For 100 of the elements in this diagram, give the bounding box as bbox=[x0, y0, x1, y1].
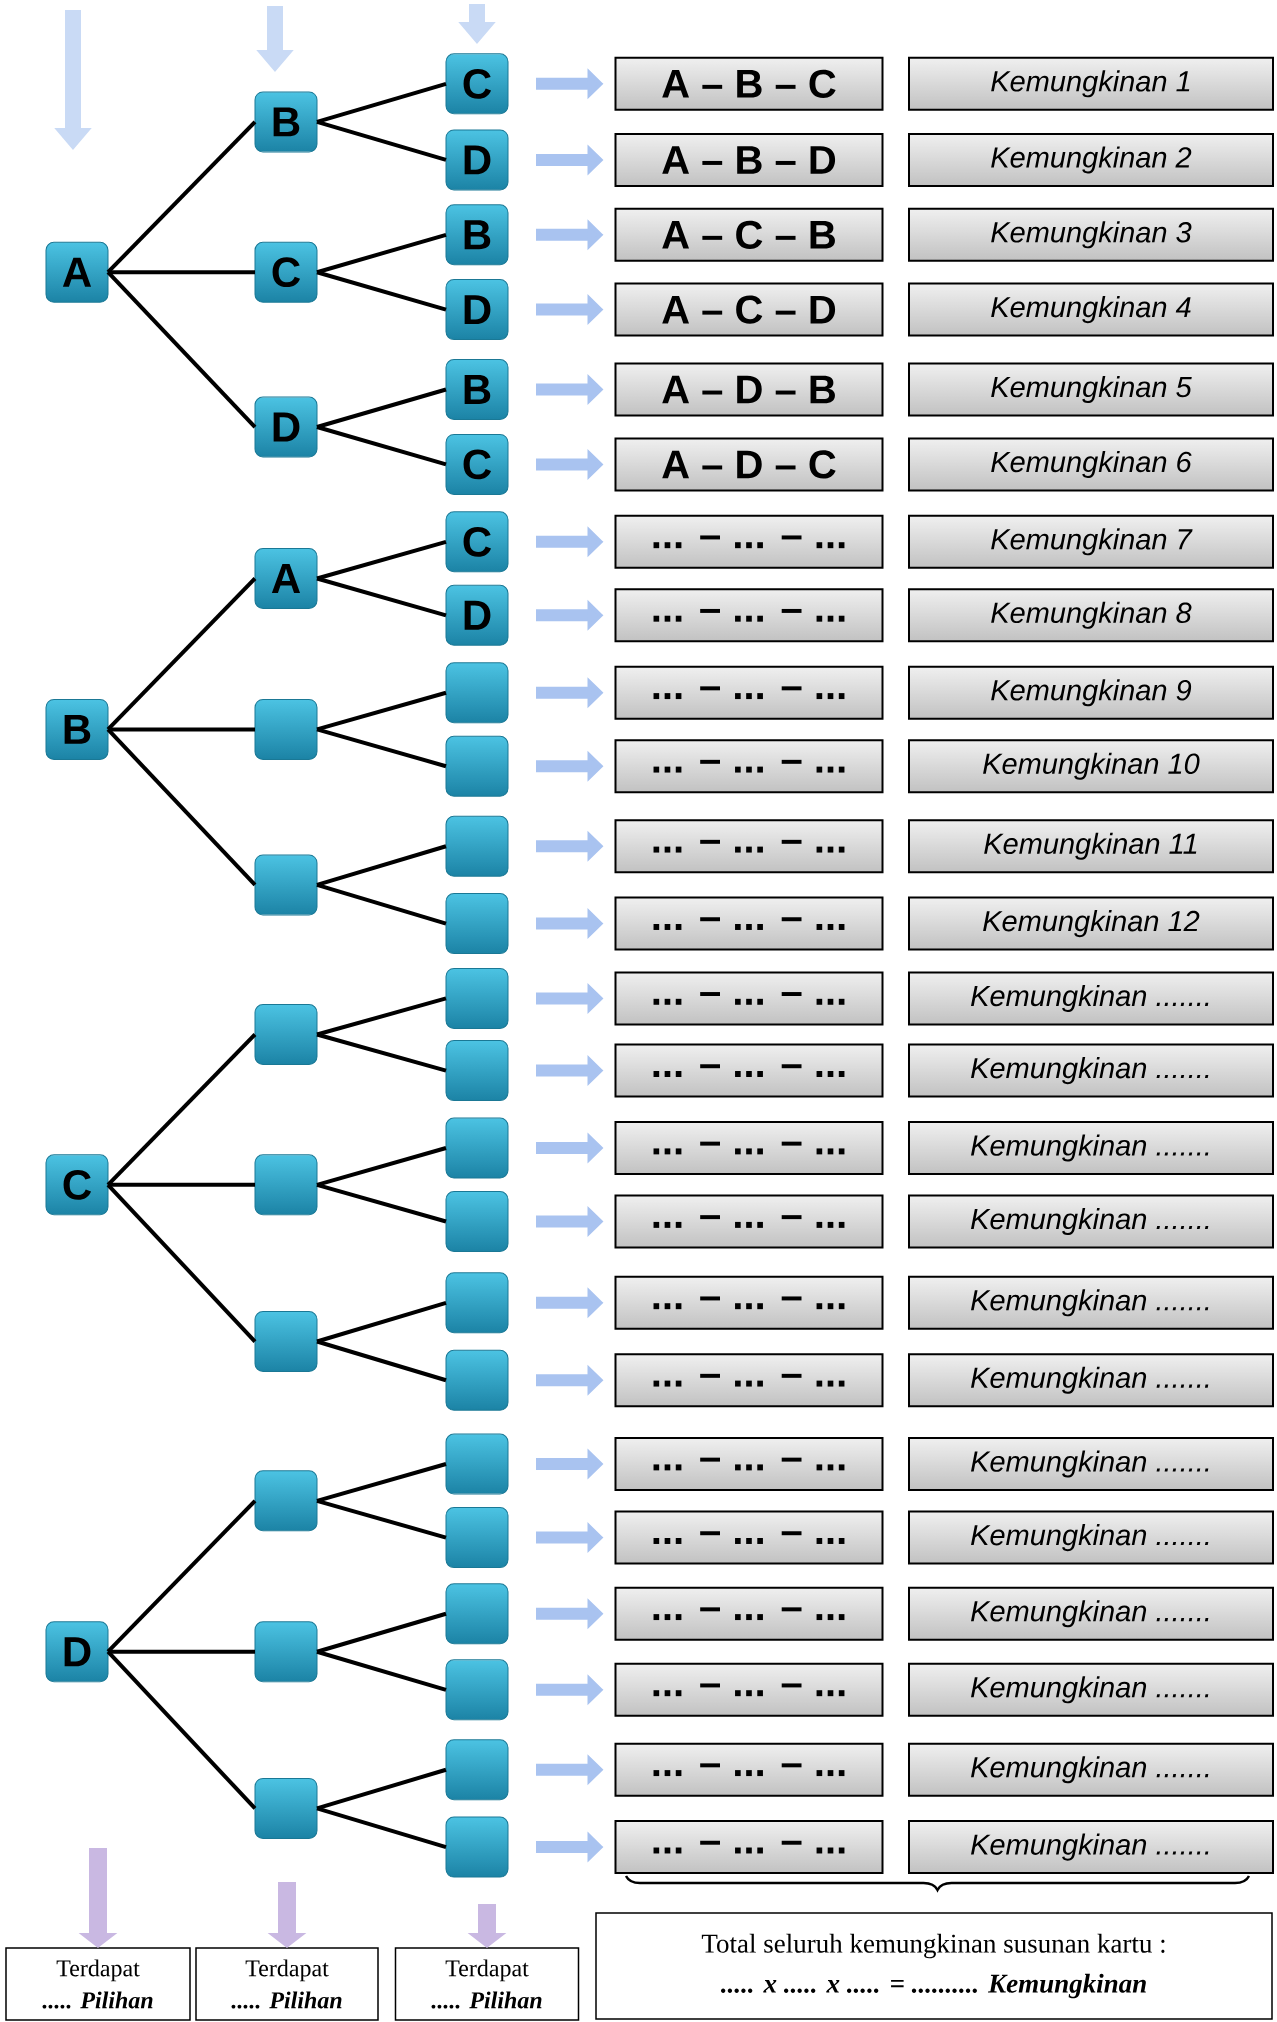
result-box: A – D – B bbox=[614, 362, 884, 417]
possibility-box: Kemungkinan ....... bbox=[908, 1194, 1274, 1249]
result-box: A – B – C bbox=[614, 56, 884, 111]
branch-line bbox=[316, 1032, 447, 1073]
possibility-box: Kemungkinan ....... bbox=[908, 1820, 1274, 1875]
possibility-box: Kemungkinan ....... bbox=[908, 1275, 1274, 1330]
tree-node-box: C bbox=[254, 241, 318, 303]
tree-node-box: D bbox=[45, 1621, 109, 1683]
tree-node-box: C bbox=[445, 53, 509, 115]
tree-node-box bbox=[254, 698, 318, 760]
branch-line bbox=[316, 1806, 447, 1850]
tree-node-box bbox=[445, 1349, 509, 1411]
tree-node-box bbox=[445, 1507, 509, 1569]
possibility-box: Kemungkinan ....... bbox=[908, 1662, 1274, 1717]
result-box: ... – ... – ... bbox=[614, 819, 884, 874]
tree-node-box bbox=[445, 1659, 509, 1721]
tree-node-box bbox=[254, 1004, 318, 1065]
tree-node-box bbox=[254, 1311, 318, 1372]
tree-node-box bbox=[254, 1154, 318, 1216]
tree-node-box bbox=[445, 1040, 509, 1102]
branch-line bbox=[316, 425, 447, 467]
possibility-box: Kemungkinan 4 bbox=[908, 282, 1274, 337]
tree-node-box bbox=[254, 1777, 318, 1839]
tree-node-box: A bbox=[254, 548, 318, 609]
tree-node-box: D bbox=[254, 396, 318, 458]
branch-line bbox=[316, 387, 447, 429]
result-box: ... – ... – ... bbox=[614, 1353, 884, 1408]
result-box: ... – ... – ... bbox=[614, 514, 884, 569]
result-box: ... – ... – ... bbox=[614, 971, 884, 1026]
branch-line bbox=[316, 120, 447, 162]
possibility-box: Kemungkinan 7 bbox=[908, 514, 1274, 569]
tree-node-box bbox=[445, 1433, 509, 1495]
result-box: ... – ... – ... bbox=[614, 1275, 884, 1330]
tree-node-box bbox=[445, 1191, 509, 1252]
tree-node-box: B bbox=[45, 698, 109, 760]
tree-node-box bbox=[445, 735, 509, 797]
branch-line bbox=[106, 1650, 257, 1810]
branch-line bbox=[316, 1182, 447, 1224]
tree-node-box bbox=[445, 967, 509, 1029]
possibility-box: Kemungkinan 3 bbox=[908, 207, 1274, 262]
possibility-box: Kemungkinan ....... bbox=[908, 971, 1274, 1026]
branch-line bbox=[316, 1649, 447, 1692]
tree-node-box bbox=[445, 1583, 509, 1645]
tree-node-box: C bbox=[45, 1154, 109, 1216]
result-box: A – D – C bbox=[614, 437, 884, 492]
branch-line bbox=[316, 232, 447, 275]
possibility-box: Kemungkinan 10 bbox=[908, 739, 1274, 794]
branch-line bbox=[316, 1300, 447, 1344]
branch-line bbox=[106, 120, 257, 274]
tree-node-box bbox=[445, 1816, 509, 1878]
branch-line bbox=[316, 883, 447, 926]
possibility-box: Kemungkinan ....... bbox=[908, 1043, 1274, 1098]
tree-node-box: B bbox=[445, 204, 509, 266]
choice-count-box: Terdapat ..... Pilihan bbox=[195, 1947, 379, 2021]
branch-line bbox=[316, 576, 447, 618]
possibility-box: Kemungkinan 2 bbox=[908, 132, 1274, 187]
possibility-box: Kemungkinan ....... bbox=[908, 1437, 1274, 1491]
branch-line bbox=[316, 81, 447, 124]
branch-line bbox=[316, 1767, 447, 1811]
possibility-box: Kemungkinan 9 bbox=[908, 665, 1274, 720]
branch-line bbox=[316, 1146, 447, 1187]
result-box: A – C – B bbox=[614, 207, 884, 262]
possibility-box: Kemungkinan ....... bbox=[908, 1353, 1274, 1408]
result-box: ... – ... – ... bbox=[614, 1437, 884, 1491]
branch-line bbox=[316, 270, 447, 312]
tree-node-box bbox=[445, 662, 509, 724]
branch-line bbox=[108, 1182, 255, 1187]
branch-line bbox=[106, 1033, 257, 1187]
tree-node-box: B bbox=[254, 91, 318, 153]
possibility-box: Kemungkinan ....... bbox=[908, 1121, 1274, 1175]
choice-count-box: Terdapat ..... Pilihan bbox=[394, 1947, 580, 2021]
result-box: ... – ... – ... bbox=[614, 588, 884, 643]
result-box: ... – ... – ... bbox=[614, 739, 884, 794]
tree-node-box: C bbox=[445, 433, 509, 495]
tree-node-box: A bbox=[45, 241, 109, 303]
tree-node-box bbox=[445, 1739, 509, 1801]
possibility-box: Kemungkinan ....... bbox=[908, 1510, 1274, 1565]
branch-line bbox=[106, 1499, 257, 1654]
tree-node-box: C bbox=[445, 511, 509, 573]
result-box: ... – ... – ... bbox=[614, 1820, 884, 1875]
branch-line bbox=[108, 727, 255, 732]
tree-node-box: B bbox=[445, 359, 509, 420]
branch-line bbox=[316, 844, 447, 887]
tree-node-box bbox=[254, 1470, 318, 1532]
tree-node-box bbox=[254, 854, 318, 916]
result-box: ... – ... – ... bbox=[614, 896, 884, 951]
tree-node-box bbox=[445, 815, 509, 877]
branch-line bbox=[106, 577, 257, 731]
branch-line bbox=[316, 1462, 447, 1503]
possibility-box: Kemungkinan 6 bbox=[908, 437, 1274, 492]
tree-node-box: D bbox=[445, 584, 509, 646]
result-box: ... – ... – ... bbox=[614, 1742, 884, 1797]
tree-node-box: D bbox=[445, 129, 509, 191]
branch-line bbox=[108, 270, 255, 275]
branch-line bbox=[316, 1611, 447, 1654]
branch-line bbox=[316, 996, 447, 1037]
possibility-box: Kemungkinan ....... bbox=[908, 1586, 1274, 1641]
possibility-box: Kemungkinan 12 bbox=[908, 896, 1274, 951]
total-box: Total seluruh kemungkinan susunan kartu : ..... x ..... x ..... = .......... Kemungkinan bbox=[595, 1912, 1273, 2020]
branch-line bbox=[106, 728, 257, 887]
